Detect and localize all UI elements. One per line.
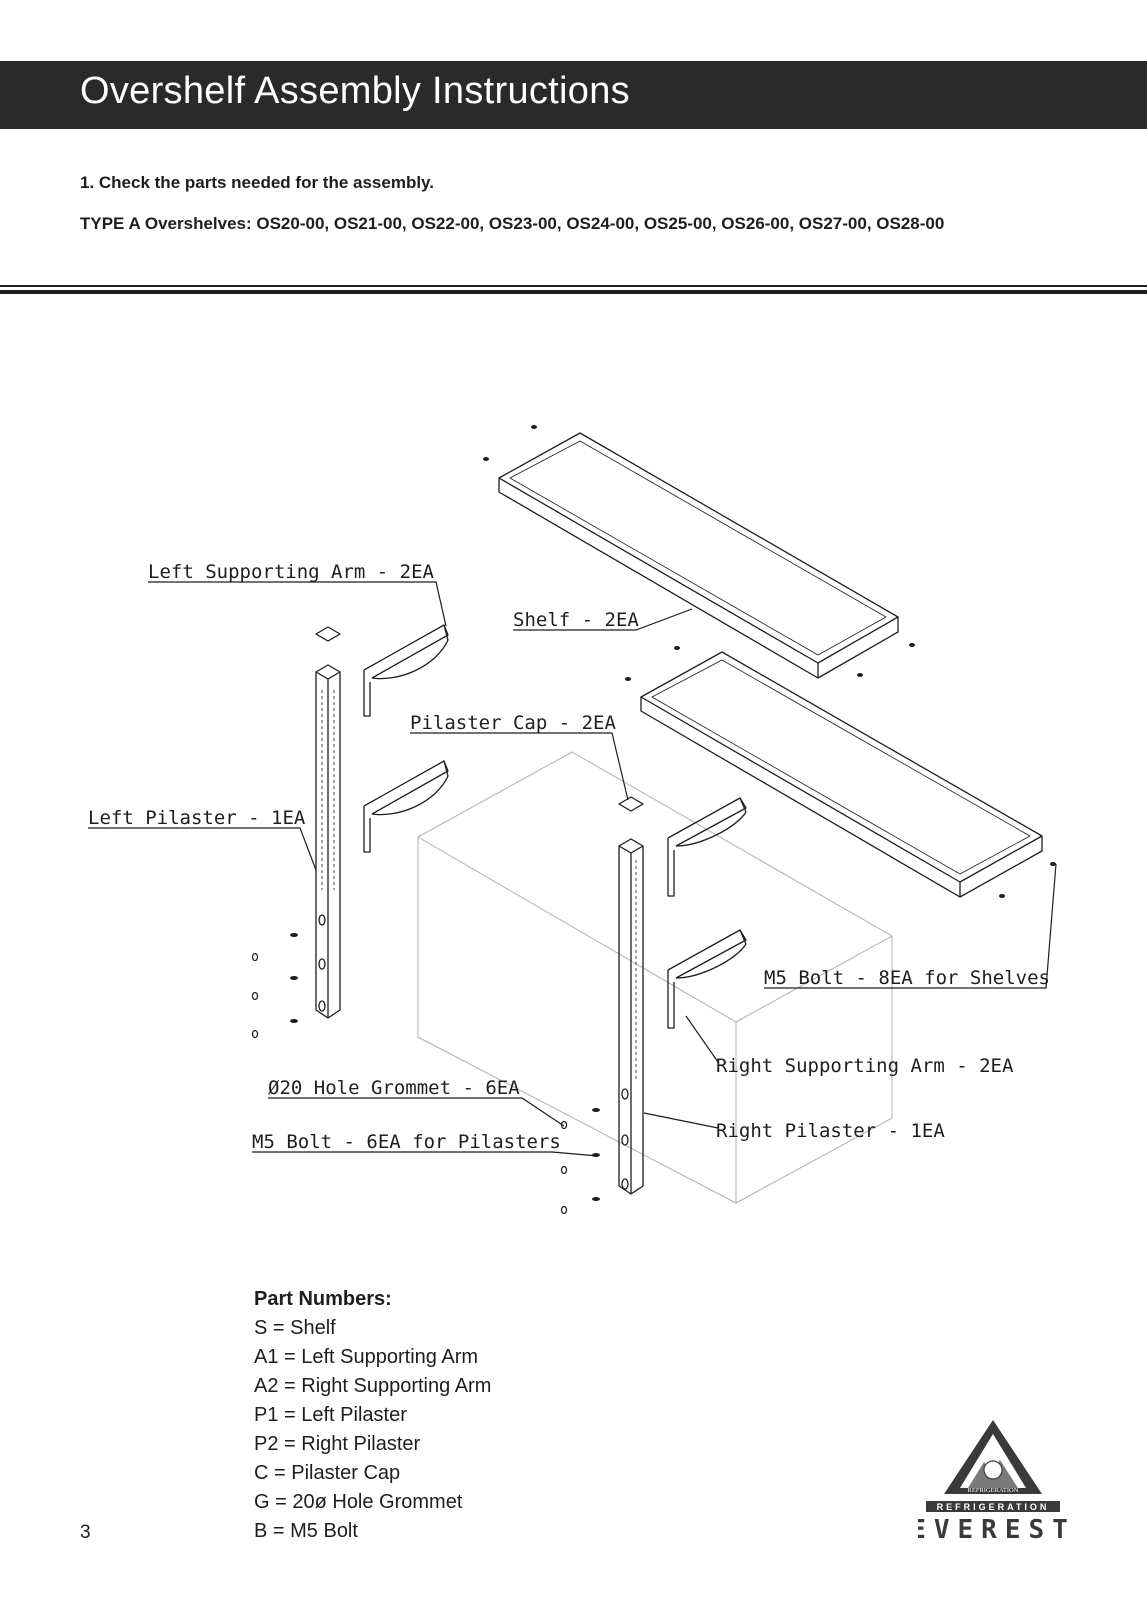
shelf-upper bbox=[498, 432, 899, 679]
leader-left-arm bbox=[148, 581, 447, 627]
part-item: B = M5 Bolt bbox=[254, 1520, 358, 1542]
page-number: 3 bbox=[80, 1522, 91, 1543]
leader-right-pilaster bbox=[643, 1112, 719, 1129]
grommets bbox=[251, 952, 568, 1215]
label-grommet: Ø20 Hole Grommet - 6EA bbox=[268, 1077, 520, 1099]
step-instruction: 1. Check the parts needed for the assemb… bbox=[80, 173, 434, 192]
label-shelf: Shelf - 2EA bbox=[513, 609, 639, 631]
part-item: P2 = Right Pilaster bbox=[254, 1433, 421, 1455]
label-left-pilaster: Left Pilaster - 1EA bbox=[88, 807, 306, 829]
pilaster-cap-left bbox=[315, 626, 341, 642]
shelf-lower bbox=[640, 651, 1043, 898]
everest-logo: EVEREST EVEREST REFRIGERATION REFRIGERAT… bbox=[918, 1420, 1068, 1542]
cabinet-outline bbox=[417, 751, 893, 1204]
part-item: P1 = Left Pilaster bbox=[254, 1404, 407, 1426]
label-right-pilaster: Right Pilaster - 1EA bbox=[716, 1120, 945, 1142]
leader-grommet bbox=[268, 1097, 565, 1127]
label-pilaster-bolt: M5 Bolt - 6EA for Pilasters bbox=[252, 1131, 561, 1153]
pilaster-cap-right bbox=[618, 796, 644, 812]
logo-ring-text-bottom: REFRIGERATION bbox=[968, 1487, 1019, 1494]
part-numbers-title: Part Numbers: bbox=[254, 1288, 392, 1310]
leader-shelf bbox=[513, 608, 693, 631]
page-title: Overshelf Assembly Instructions bbox=[80, 70, 630, 112]
part-item: A2 = Right Supporting Arm bbox=[254, 1375, 492, 1397]
part-item: S = Shelf bbox=[254, 1317, 336, 1339]
header-bar: Overshelf Assembly Instructions bbox=[0, 61, 1147, 129]
label-left-supporting-arm: Left Supporting Arm - 2EA bbox=[148, 561, 435, 583]
leader-pilaster-cap bbox=[410, 732, 629, 801]
assembly-diagram: Left Supporting Arm - 2EA Shelf - 2EA Pi… bbox=[88, 425, 1057, 1215]
label-right-supporting-arm: Right Supporting Arm - 2EA bbox=[716, 1055, 1014, 1077]
leader-right-arm bbox=[685, 1015, 719, 1063]
left-pilaster bbox=[315, 664, 341, 1019]
leader-pilaster-bolt bbox=[252, 1151, 599, 1157]
label-shelf-bolt: M5 Bolt - 8EA for Shelves bbox=[764, 967, 1050, 989]
divider-thick bbox=[0, 290, 1147, 294]
right-supporting-arm-lower bbox=[667, 929, 747, 1029]
part-item: C = Pilaster Cap bbox=[254, 1462, 401, 1484]
overshelf-types: TYPE A Overshelves: OS20-00, OS21-00, OS… bbox=[80, 214, 945, 233]
part-item: A1 = Left Supporting Arm bbox=[254, 1346, 479, 1368]
leader-left-pilaster bbox=[88, 827, 317, 871]
divider-thin bbox=[0, 285, 1147, 287]
left-supporting-arm-lower bbox=[363, 760, 449, 853]
label-pilaster-cap: Pilaster Cap - 2EA bbox=[410, 712, 616, 734]
right-supporting-arm-upper bbox=[667, 797, 747, 897]
left-supporting-arm-upper bbox=[363, 624, 449, 717]
logo-brand: EVEREST bbox=[918, 1515, 1068, 1542]
logo-tagline: REFRIGERATION bbox=[937, 1502, 1050, 1512]
part-numbers: Part Numbers: S = Shelf A1 = Left Suppor… bbox=[254, 1285, 491, 1546]
right-pilaster bbox=[618, 838, 644, 1195]
part-item: G = 20ø Hole Grommet bbox=[254, 1491, 463, 1513]
